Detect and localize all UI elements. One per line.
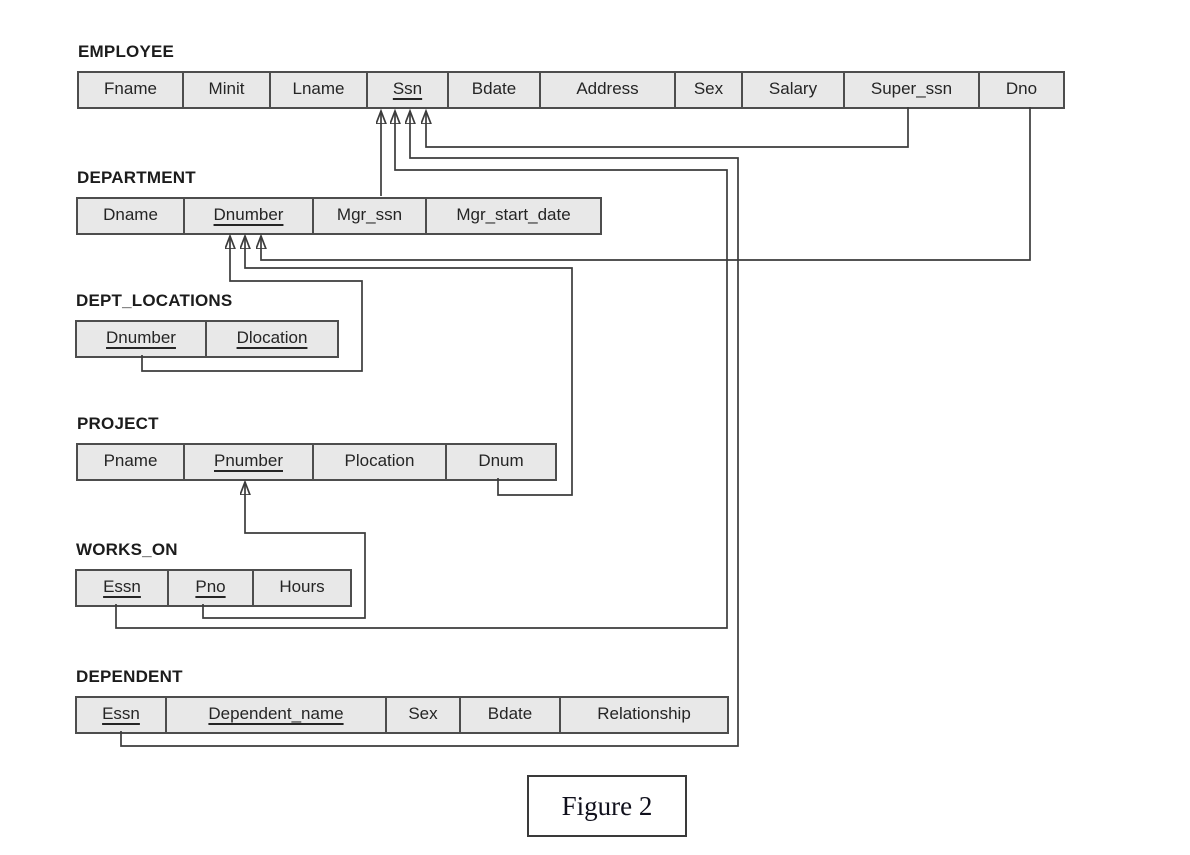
table-row-project: Pname Pnumber Plocation Dnum (76, 443, 557, 481)
attribute-cell-bdate: Bdate (447, 73, 539, 107)
attribute-cell-minit: Minit (182, 73, 269, 107)
attribute-label: Hours (279, 577, 325, 596)
attribute-cell-super-ssn: Super_ssn (843, 73, 978, 107)
attribute-cell-relationship: Relationship (559, 698, 727, 732)
attribute-label-primary-key: Pnumber (214, 451, 283, 470)
attribute-label: Lname (292, 79, 345, 98)
attribute-label: Salary (768, 79, 818, 98)
attribute-label: Plocation (344, 451, 415, 470)
attribute-label-primary-key: Essn (103, 577, 141, 596)
table-title-dept-locations: DEPT_LOCATIONS (76, 291, 233, 310)
attribute-cell-pname: Pname (78, 445, 183, 479)
attribute-label: Super_ssn (870, 79, 953, 98)
attribute-label: Pname (103, 451, 158, 470)
attribute-label-primary-key: Dnumber (213, 205, 284, 224)
attribute-cell-dnum: Dnum (445, 445, 555, 479)
attribute-cell-dnumber: Dnumber (183, 199, 312, 233)
attribute-cell-plocation: Plocation (312, 445, 445, 479)
figure-caption-box: Figure 2 (527, 775, 687, 837)
attribute-cell-dlocation: Dlocation (205, 322, 337, 356)
attribute-label: Relationship (597, 704, 691, 723)
attribute-cell-lname: Lname (269, 73, 366, 107)
attribute-cell-dep-bdate: Bdate (459, 698, 559, 732)
table-title-project: PROJECT (77, 414, 159, 433)
attribute-label-primary-key: Dnumber (106, 328, 176, 347)
attribute-cell-dep-sex: Sex (385, 698, 459, 732)
table-row-dept-locations: Dnumber Dlocation (75, 320, 339, 358)
attribute-label: Bdate (487, 704, 533, 723)
attribute-label: Dname (103, 205, 158, 224)
attribute-label-primary-key: Dlocation (236, 328, 308, 347)
table-project: PROJECT Pname Pnumber Plocation Dnum (76, 414, 557, 481)
figure-caption: Figure 2 (561, 790, 653, 821)
attribute-label-primary-key: Ssn (392, 79, 423, 98)
table-dependent: DEPENDENT Essn Dependent_name Sex Bdate … (75, 667, 729, 734)
fk-line-dno-to-dnumber (261, 107, 1031, 261)
attribute-label: Minit (208, 79, 245, 98)
table-department: DEPARTMENT Dname Dnumber Mgr_ssn Mgr_sta… (76, 168, 602, 235)
attribute-label: Fname (104, 79, 157, 98)
attribute-cell-pno: Pno (167, 571, 252, 605)
attribute-cell-mgr-ssn: Mgr_ssn (312, 199, 425, 233)
attribute-label: Address (576, 79, 639, 98)
attribute-cell-salary: Salary (741, 73, 843, 107)
attribute-cell-dname: Dname (78, 199, 183, 233)
attribute-label-primary-key: Essn (102, 704, 140, 723)
table-works-on: WORKS_ON Essn Pno Hours (75, 540, 352, 607)
table-row-dependent: Essn Dependent_name Sex Bdate Relationsh… (75, 696, 729, 734)
attribute-cell-dependent-name: Dependent_name (165, 698, 385, 732)
attribute-cell-dl-dnumber: Dnumber (77, 322, 205, 356)
attribute-label: Dno (1005, 79, 1038, 98)
attribute-cell-address: Address (539, 73, 674, 107)
table-row-department: Dname Dnumber Mgr_ssn Mgr_start_date (76, 197, 602, 235)
attribute-label: Sex (693, 79, 724, 98)
attribute-label: Bdate (471, 79, 517, 98)
table-title-department: DEPARTMENT (77, 168, 196, 187)
attribute-cell-mgr-start-date: Mgr_start_date (425, 199, 600, 233)
attribute-label: Mgr_ssn (336, 205, 403, 224)
attribute-cell-hours: Hours (252, 571, 350, 605)
attribute-cell-dep-essn: Essn (77, 698, 165, 732)
table-dept-locations: DEPT_LOCATIONS Dnumber Dlocation (75, 291, 339, 358)
table-row-employee: Fname Minit Lname Ssn Bdate Address Sex … (77, 71, 1065, 109)
attribute-cell-ssn: Ssn (366, 73, 447, 107)
fk-line-super-ssn-to-ssn (426, 107, 909, 148)
attribute-label-primary-key: Dependent_name (208, 704, 344, 723)
table-title-dependent: DEPENDENT (76, 667, 183, 686)
attribute-label: Mgr_start_date (456, 205, 571, 224)
table-row-works-on: Essn Pno Hours (75, 569, 352, 607)
attribute-cell-wo-essn: Essn (77, 571, 167, 605)
table-employee: EMPLOYEE Fname Minit Lname Ssn Bdate Add… (77, 42, 1065, 109)
fk-line-works-on-essn-to-ssn (115, 111, 728, 629)
attribute-label-primary-key: Pno (195, 577, 226, 596)
table-title-employee: EMPLOYEE (78, 42, 175, 61)
attribute-label: Dnum (478, 451, 524, 470)
attribute-cell-dno: Dno (978, 73, 1063, 107)
table-title-works-on: WORKS_ON (76, 540, 178, 559)
attribute-label: Sex (408, 704, 438, 723)
attribute-cell-pnumber: Pnumber (183, 445, 312, 479)
attribute-cell-fname: Fname (79, 73, 182, 107)
attribute-cell-sex: Sex (674, 73, 741, 107)
